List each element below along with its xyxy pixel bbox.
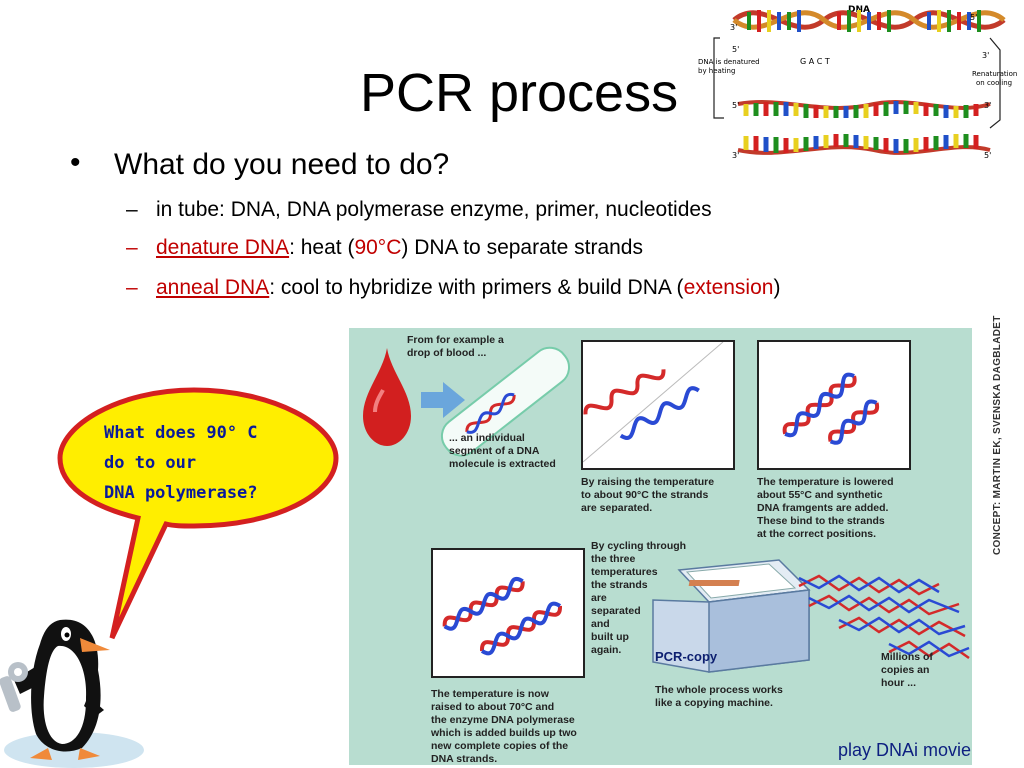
caption-millions: Millions of copies an hour ...	[881, 651, 933, 689]
caption-segment: ... an individual segment of a DNA molec…	[449, 432, 556, 470]
svg-text:3': 3'	[982, 51, 989, 60]
bubble-question: What does 90° C do to our DNA polymerase…	[104, 423, 258, 503]
temp-90c: 90°C	[354, 236, 402, 259]
slide-title: PCR process	[360, 63, 679, 123]
bases-label: G A C T	[800, 57, 830, 66]
svg-text:5': 5'	[732, 101, 739, 110]
single-strand-top-icon	[737, 100, 991, 118]
svg-text:3': 3'	[732, 151, 739, 160]
pcr-machine-icon	[652, 559, 811, 673]
caption-lower: The temperature is lowered about 55°C an…	[757, 476, 894, 540]
play-movie-link[interactable]: play DNAi movie	[838, 740, 972, 760]
annealing-panel	[757, 340, 911, 470]
caption-machine: The whole process works like a copying m…	[655, 684, 783, 709]
svg-text:5': 5'	[732, 45, 739, 54]
separated-strands-icon	[582, 341, 724, 463]
test-tube-icon	[440, 346, 571, 457]
arrow-right-icon	[989, 37, 1001, 129]
double-copy-icon	[442, 577, 562, 656]
dash-icon: –	[126, 276, 138, 299]
denature-dna-link[interactable]: denature DNA	[156, 236, 290, 259]
svg-text:5': 5'	[984, 151, 991, 160]
bullet-dot-icon: •	[70, 146, 81, 179]
dna-copies-icon	[798, 574, 970, 660]
wrench-icon	[0, 662, 28, 712]
anneal-dna-link[interactable]: anneal DNA	[156, 276, 270, 299]
caption-raise: By raising the temperature to about 90°C…	[581, 476, 715, 514]
pcr-illustration: From for example a drop of blood ... ...…	[349, 328, 972, 765]
double-helix-icon	[732, 10, 1006, 32]
arrow-left-icon	[713, 37, 724, 119]
caption-cycling: By cycling through the three temperature…	[591, 540, 687, 656]
dash-icon: –	[126, 236, 138, 259]
dash-icon: –	[126, 198, 138, 221]
speech-bubble	[57, 387, 339, 640]
pcr-copy-label: PCR-copy	[655, 649, 718, 664]
annealed-strands-icon	[782, 372, 880, 445]
svg-text:3': 3'	[730, 23, 737, 32]
svg-text:5': 5'	[970, 13, 977, 22]
heating-panel	[581, 340, 735, 470]
blood-drop-icon	[363, 348, 465, 446]
penguin-mascot-icon	[0, 619, 144, 768]
extension-word: extension	[683, 276, 774, 299]
caption-70: The temperature is now raised to about 7…	[431, 688, 577, 765]
svg-text:3': 3'	[984, 101, 991, 110]
credit-text: CONCEPT: MARTIN EK, SVENSKA DAGBLADET	[992, 315, 1003, 555]
extension-panel	[431, 548, 585, 678]
single-strand-bottom-icon	[737, 134, 991, 155]
caption-blood: From for example a drop of blood ...	[407, 334, 504, 359]
